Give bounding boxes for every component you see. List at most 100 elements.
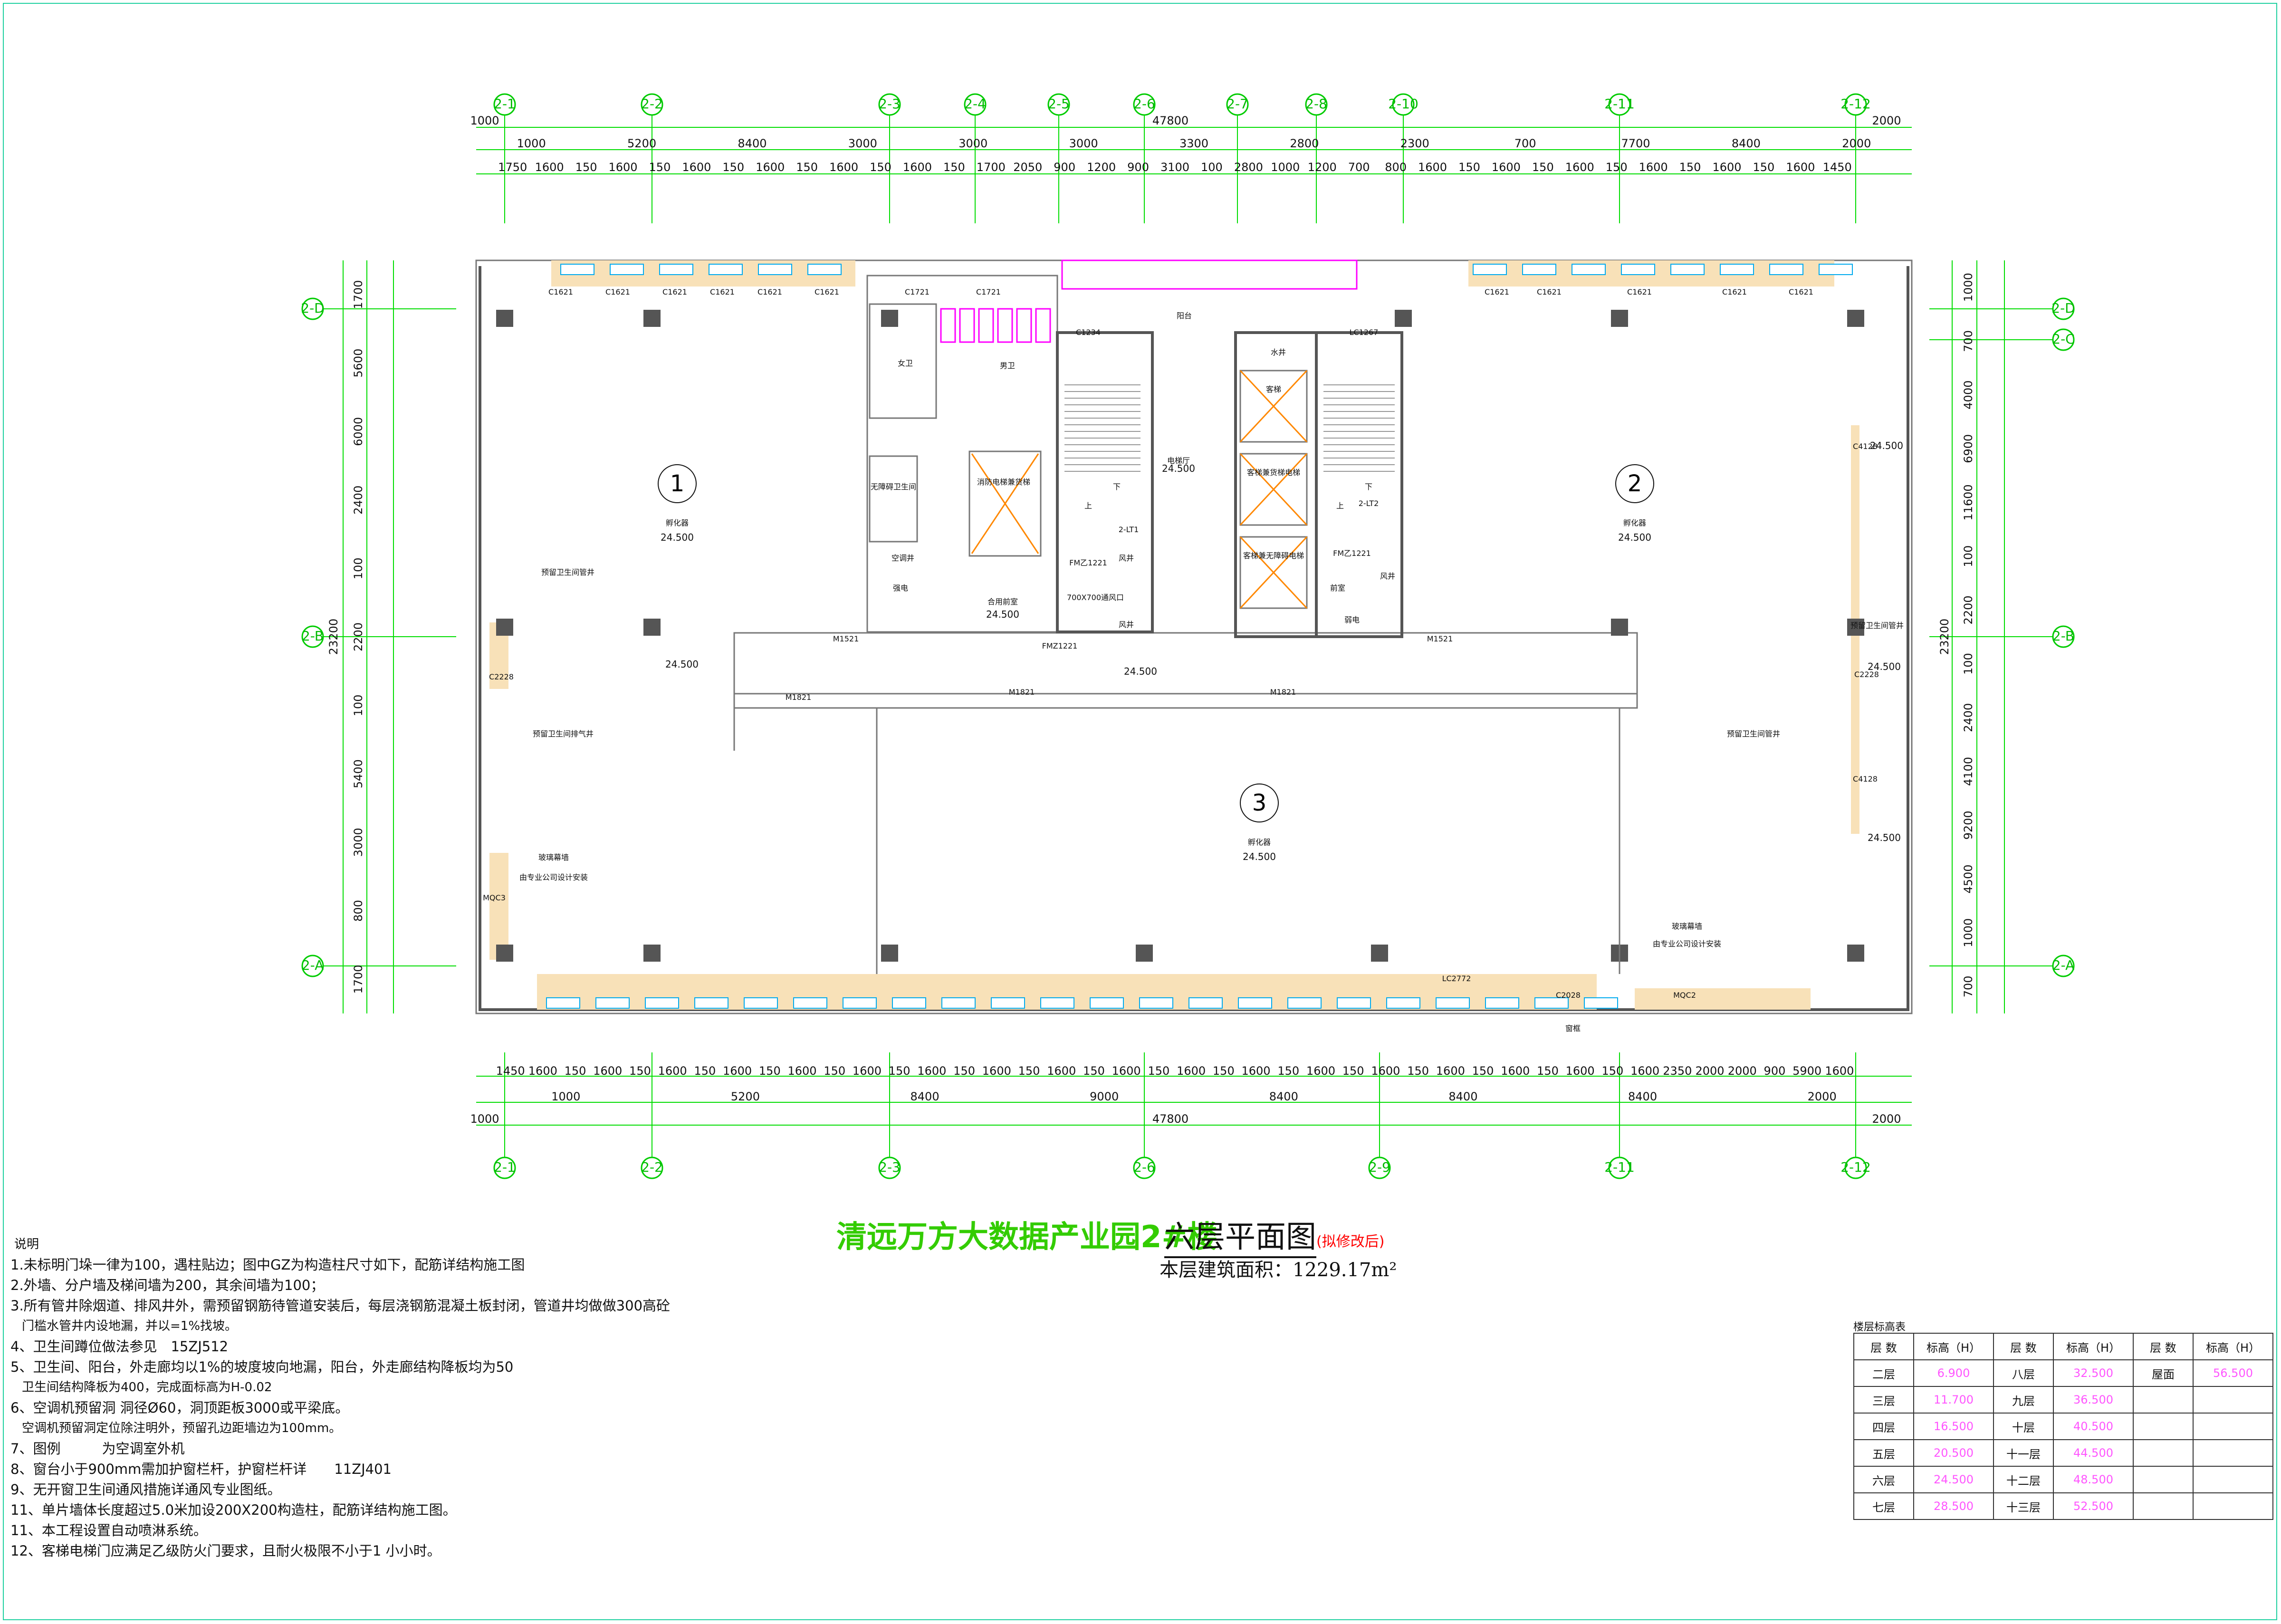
note-item: 9、无开窗卫生间通风措施详通风专业图纸。 [10, 1481, 281, 1498]
column [881, 310, 898, 327]
room-name: 孵化器 [1248, 838, 1271, 847]
window-tag: C4128 [1853, 774, 1878, 783]
column [881, 945, 898, 962]
dim-text: 2350 [1663, 1064, 1692, 1078]
grid-bubble-circle [2052, 955, 2075, 977]
table-header: 层 数 [2133, 1333, 2194, 1360]
level-table-title: 楼层标高表 [1853, 1321, 1906, 1333]
dim-text: 150 [1407, 1064, 1429, 1078]
window-tag: C1234 [1076, 328, 1101, 337]
window-unit [1720, 264, 1754, 275]
dim-text: 1600 [853, 1064, 882, 1078]
room-elevation: 24.500 [1243, 851, 1276, 862]
window-tag: C1621 [757, 287, 782, 296]
grid-bubble: 2-1 [493, 1156, 516, 1179]
grid-bubble: 2-4 [964, 93, 987, 116]
dim-text: 2400 [1962, 703, 1975, 732]
elevation-mark: 24.500 [1870, 440, 1903, 451]
room-label: 下 [1113, 482, 1121, 491]
room-label: 风井 [1119, 620, 1134, 629]
dim-text: 150 [889, 1064, 910, 1078]
dim-text: 8400 [1269, 1090, 1298, 1103]
dim-text: 2000 [1872, 1112, 1901, 1126]
grid-bubble-circle [2052, 625, 2075, 648]
grid-bubble-circle [493, 1156, 516, 1179]
level-name: 七层 [1853, 1492, 1914, 1520]
elevator-cross [971, 453, 1039, 554]
dim-text: 1600 [756, 161, 785, 174]
window-unit [1040, 997, 1074, 1009]
grid-bubble-label: 2-2 [641, 96, 663, 112]
window-tag: C1721 [976, 287, 1001, 296]
dim-text: 150 [1083, 1064, 1105, 1078]
dim-text: 6900 [1962, 434, 1975, 463]
room-name: 孵化器 [1623, 518, 1646, 527]
note-item: 5、卫生间、阳台，外走廊均以1%的坡度坡向地漏，阳台，外走廊结构降板均为50 [10, 1359, 514, 1375]
dim-text: 150 [953, 1064, 975, 1078]
accessible-wc [869, 455, 918, 543]
window-unit [645, 997, 679, 1009]
column [1847, 945, 1864, 962]
dim-text: 150 [824, 1064, 845, 1078]
grid-bubble-circle [301, 625, 324, 648]
window-tag: C1621 [1537, 287, 1562, 296]
room-elevation: 24.500 [1618, 532, 1651, 543]
window-tag: C1621 [1789, 287, 1813, 296]
grid-bubble-circle [641, 93, 663, 116]
column [1611, 310, 1628, 327]
dim-text: 2000 [1842, 137, 1871, 150]
note-item: 3.所有管井除烟道、排风井外，需预留钢筋待管道安装后，每层浇钢筋混凝土板封闭，管… [10, 1298, 671, 1314]
dim-text: 3000 [848, 137, 877, 150]
grid-bubble: 2-3 [878, 93, 901, 116]
room-label: 水井 [1271, 348, 1286, 357]
dimension-lines [323, 108, 2053, 1159]
room-label: 玻璃幕墙 [538, 853, 569, 862]
window-tag: LC1267 [1350, 328, 1379, 337]
level-name: 屋面 [2133, 1359, 2194, 1387]
level-elevation: 36.500 [2053, 1386, 2134, 1414]
window-unit [1090, 997, 1124, 1009]
dim-text: 2800 [1234, 161, 1263, 174]
window-unit [758, 264, 792, 275]
dim-text: 150 [1753, 161, 1775, 174]
window-unit [1572, 264, 1606, 275]
level-name: 八层 [1993, 1359, 2054, 1387]
level-elevation: 44.500 [2053, 1439, 2134, 1467]
room-label: 空调井 [891, 554, 914, 563]
room-number-circle [658, 464, 697, 503]
column [1847, 619, 1864, 636]
dim-text: 9000 [1090, 1090, 1119, 1103]
dim-text: 150 [575, 161, 597, 174]
dim-text: 1600 [1047, 1064, 1076, 1078]
level-name: 三层 [1853, 1386, 1914, 1414]
window-tag: C2228 [489, 672, 514, 681]
dim-text: 1600 [1712, 161, 1741, 174]
window-unit [1238, 997, 1272, 1009]
dim-text: 1600 [1639, 161, 1668, 174]
dim-text: 1600 [593, 1064, 622, 1078]
grid-bubble: 2-B [2052, 625, 2075, 648]
grid-bubble-label: 2-5 [1048, 96, 1070, 112]
room-label: 预留卫生间排气井 [533, 729, 594, 738]
window-unit [1769, 264, 1803, 275]
grid-bubble-label: 2-11 [1604, 96, 1635, 112]
window-tag: C1621 [605, 287, 630, 296]
note-item: 门槛水管井内设地漏，并以=1%找坡。 [22, 1319, 238, 1333]
window-unit [1670, 264, 1705, 275]
wc-stall [997, 308, 1013, 343]
dim-text: 900 [1127, 161, 1149, 174]
room-label: 预留卫生间管井 [1727, 729, 1780, 738]
dim-text: 150 [870, 161, 891, 174]
dim-text: 800 [1385, 161, 1407, 174]
level-name: 六层 [1853, 1466, 1914, 1493]
dim-text: 150 [1458, 161, 1480, 174]
grid-bubble-label: 2-7 [1227, 96, 1248, 112]
plan-note: (拟修改后) [1316, 1233, 1385, 1250]
level-name [2133, 1492, 2194, 1520]
dim-text: 8400 [910, 1090, 939, 1103]
room-number-circle [1240, 783, 1279, 822]
grid-bubble-label: 2-D [301, 300, 324, 316]
window-unit [744, 997, 778, 1009]
level-name: 十三层 [1993, 1492, 2054, 1520]
